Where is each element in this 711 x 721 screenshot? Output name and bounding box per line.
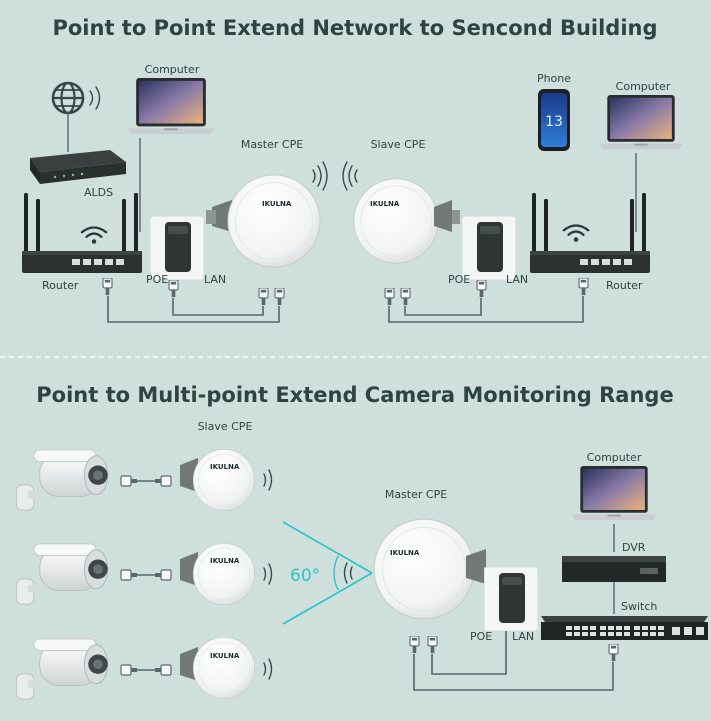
camera-icon (15, 543, 109, 605)
poe-adapter-icon (150, 216, 204, 280)
cpe-dish-icon (353, 178, 439, 264)
cpe-dish-icon (192, 636, 256, 700)
cpe-dish-icon (227, 174, 321, 268)
computer-left-label: Computer (145, 63, 200, 76)
wifi-icon (562, 224, 590, 243)
slave-cpe-top-label: Slave CPE (371, 138, 426, 151)
brand-master-top: IKULNA (262, 200, 292, 208)
laptop-icon (127, 78, 215, 135)
cpe-dish-icon (192, 542, 256, 606)
lan-right-label: LAN (506, 273, 528, 286)
poe-right-label: POE (448, 273, 470, 286)
camera-icon (15, 449, 109, 511)
angle-label: 60° (290, 566, 320, 586)
lan-left-label: LAN (204, 273, 226, 286)
alds-label: ALDS (84, 186, 113, 199)
slave-cpe-3: IKULNA (180, 636, 273, 700)
dvr-icon (562, 556, 666, 582)
lan-bottom-label: LAN (512, 630, 534, 643)
dvr-label: DVR (622, 541, 646, 554)
computer-right-label: Computer (616, 80, 671, 93)
switch-label: Switch (621, 600, 657, 613)
ethernet-plug-icon (120, 475, 172, 487)
poe-left-label: POE (146, 273, 168, 286)
brand-master-bottom: IKULNA (390, 549, 420, 557)
slave-cpe-2: IKULNA (180, 542, 273, 606)
master-cpe-top-label: Master CPE (241, 138, 303, 151)
top-wiring (102, 278, 589, 323)
svg-text:IKULNA: IKULNA (210, 652, 240, 660)
camera-icon (15, 638, 109, 700)
router-icon (530, 193, 650, 273)
router-right-label: Router (606, 279, 643, 292)
cpe-dish-icon (373, 518, 475, 620)
wifi-icon (80, 226, 108, 245)
brand-slave-top: IKULNA (370, 200, 400, 208)
svg-text:13: 13 (545, 114, 563, 130)
bottom-section-title: Point to Multi-point Extend Camera Monit… (36, 383, 673, 407)
ethernet-plug-icon (120, 569, 172, 581)
svg-text:IKULNA: IKULNA (210, 463, 240, 471)
poe-bottom-label: POE (470, 630, 492, 643)
bottom-wiring (409, 631, 619, 691)
ethernet-plug-icon (120, 664, 172, 676)
modem-icon (30, 150, 126, 184)
slave-cpe-bottom-label: Slave CPE (198, 420, 253, 433)
master-cpe-bottom-label: Master CPE (385, 488, 447, 501)
switch-icon (541, 616, 708, 640)
coverage-angle (282, 521, 373, 625)
top-section-title: Point to Point Extend Network to Sencond… (52, 16, 657, 40)
laptop-icon (598, 95, 684, 150)
poe-adapter-icon (462, 216, 516, 280)
poe-adapter-icon (484, 567, 538, 631)
phone-icon: 13 (538, 89, 570, 151)
slave-cpe-1: IKULNA (180, 448, 273, 512)
computer-bottom-label: Computer (587, 451, 642, 464)
router-left-label: Router (42, 279, 79, 292)
globe-icon (51, 81, 101, 115)
laptop-icon (571, 466, 657, 521)
svg-text:IKULNA: IKULNA (210, 557, 240, 565)
phone-label: Phone (537, 72, 571, 85)
cpe-dish-icon (192, 448, 256, 512)
